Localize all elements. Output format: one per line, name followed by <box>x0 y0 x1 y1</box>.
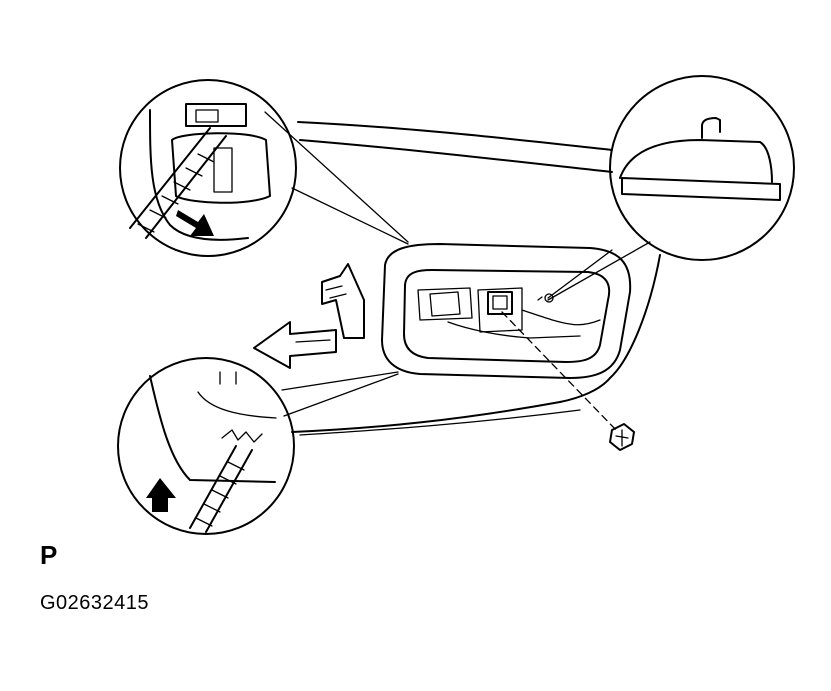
removal-direction-arrows <box>253 263 365 369</box>
view-label: P <box>40 540 58 570</box>
inside-door-handle-bezel <box>381 243 632 379</box>
detail-circle-top-left <box>119 79 409 257</box>
upward-slide-arrow-icon <box>321 263 365 339</box>
screw <box>501 311 635 451</box>
figure-code: G02632415 <box>40 592 150 614</box>
left-pull-arrow-icon <box>253 321 337 369</box>
detail-circle-right <box>547 75 795 301</box>
door-trim-panel <box>291 121 661 436</box>
pull-arrow-icon <box>176 210 214 236</box>
detail-circle-bottom-left <box>117 357 399 535</box>
push-arrow-icon <box>146 478 176 512</box>
